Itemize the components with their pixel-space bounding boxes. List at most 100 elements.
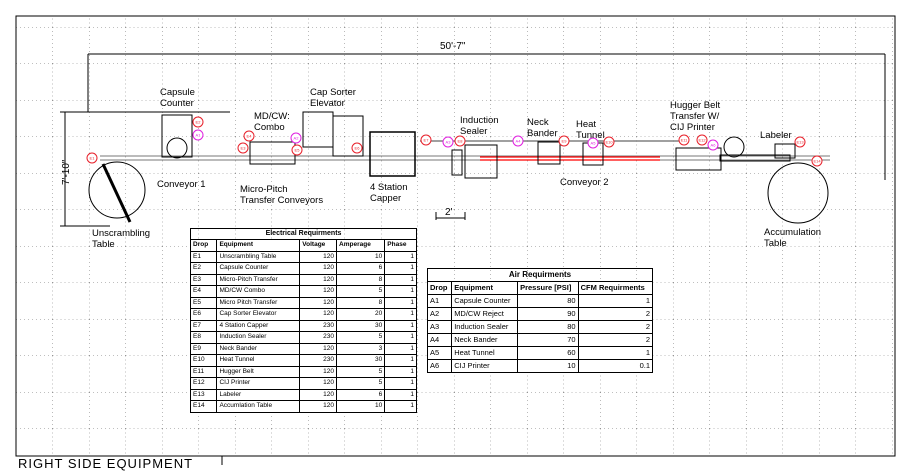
table-cell: 30	[336, 319, 386, 332]
drop-marker-e6	[351, 142, 363, 154]
table-cell: 8	[336, 296, 386, 309]
drop-marker-label: A6	[711, 143, 717, 148]
table-cell: 10	[336, 250, 386, 263]
table-cell: 120	[299, 400, 338, 413]
table-cell: Induction Sealer	[451, 320, 519, 334]
table-cell: 120	[299, 285, 338, 298]
table-cell: 5	[336, 365, 386, 378]
neck-bander-shape	[537, 141, 561, 165]
induction-sealer-shape	[464, 144, 498, 179]
table-cell: 120	[299, 308, 338, 321]
table-cell: Heat Tunnel	[216, 354, 301, 367]
drop-marker-label: E5	[295, 148, 301, 153]
drop-marker-a3	[442, 136, 454, 148]
table-cell: E14	[189, 400, 218, 413]
table-cell: 1	[384, 354, 417, 367]
table-cell: 5	[336, 285, 386, 298]
capper-shape	[369, 131, 416, 177]
table-cell: 230	[299, 319, 338, 332]
table-cell: E9	[189, 342, 218, 355]
drop-marker-a4	[512, 135, 524, 147]
table-cell: Neck Bander	[216, 342, 301, 355]
table-cell: 2	[577, 320, 654, 334]
table-cell: E2	[189, 262, 218, 275]
table-cell: 0.1	[577, 359, 654, 373]
table-cell: 8	[336, 273, 386, 286]
label-hugger-belt: Hugger Belt Transfer W/ CIJ Printer	[670, 100, 721, 133]
table-cell: 120	[299, 273, 338, 286]
label-cap-sorter: Cap Sorter Elevator	[310, 87, 356, 109]
table-cell: 4 Station Capper	[216, 319, 301, 332]
drop-marker-e13	[794, 136, 806, 148]
electrical-title: Electrical Requirments	[190, 228, 417, 239]
table-cell: Neck Bander	[451, 333, 519, 347]
sheet-border	[15, 15, 896, 457]
table-cell: 5	[336, 331, 386, 344]
accumulation-table-shape	[767, 162, 829, 224]
overall-length: 50'-7"	[440, 41, 466, 52]
table-cell: 230	[299, 331, 338, 344]
table-cell: E7	[189, 319, 218, 332]
cap-elevator-shape	[332, 115, 364, 157]
table-cell: 120	[299, 377, 338, 390]
table-cell: 1	[384, 331, 417, 344]
label-conveyor-1: Conveyor 1	[157, 179, 206, 190]
drop-marker-e5	[291, 144, 303, 156]
label-capsule-counter: Capsule Counter	[160, 87, 195, 109]
table-cell: 1	[384, 285, 417, 298]
table-cell: 1	[384, 296, 417, 309]
column-header: CFM Requirments	[577, 281, 654, 295]
table-cell: 1	[384, 273, 417, 286]
drop-marker-a5	[587, 137, 599, 149]
column-header: Pressure [PSI]	[517, 281, 579, 295]
table-cell: 120	[299, 296, 338, 309]
drop-marker-label: A1	[196, 133, 202, 138]
drop-marker-e3	[237, 142, 249, 154]
table-cell: 120	[299, 262, 338, 275]
drop-marker-e2	[192, 116, 204, 128]
table-cell: Labeler	[216, 388, 301, 401]
table-cell: 1	[384, 319, 417, 332]
unscrambling-table-arm	[101, 163, 132, 223]
table-cell: 30	[336, 354, 386, 367]
drop-marker-a1	[192, 129, 204, 141]
table-cell: CIJ Printer	[216, 377, 301, 390]
column-header: Amperage	[336, 239, 386, 252]
labeler-roll	[723, 136, 745, 158]
unscrambling-table-shape	[88, 161, 146, 219]
drop-marker-label: E13	[796, 140, 804, 145]
table-cell: Micro Pitch Transfer	[216, 296, 301, 309]
table-cell: 90	[517, 307, 579, 321]
table-cell: 20	[336, 308, 386, 321]
table-cell: Induction Sealer	[216, 331, 301, 344]
label-heat-tunnel: Heat Tunnel	[576, 119, 605, 141]
drop-marker-label: E11	[681, 138, 689, 143]
table-cell: 1	[384, 262, 417, 275]
table-cell: 6	[336, 388, 386, 401]
air-title: Air Requirments	[427, 268, 653, 281]
label-neck-bander: Neck Bander	[527, 117, 558, 139]
drop-marker-label: A3	[446, 140, 452, 145]
table-cell: A6	[426, 359, 453, 373]
drop-marker-label: E1	[90, 156, 96, 161]
drop-marker-label: E14	[813, 159, 821, 164]
table-cell: E10	[189, 354, 218, 367]
table-cell: MD/CW Combo	[216, 285, 301, 298]
drop-marker-label: A5	[591, 141, 597, 146]
capsule-counter-hopper	[166, 137, 188, 159]
table-cell: 80	[517, 294, 579, 308]
table-cell: 6	[336, 262, 386, 275]
